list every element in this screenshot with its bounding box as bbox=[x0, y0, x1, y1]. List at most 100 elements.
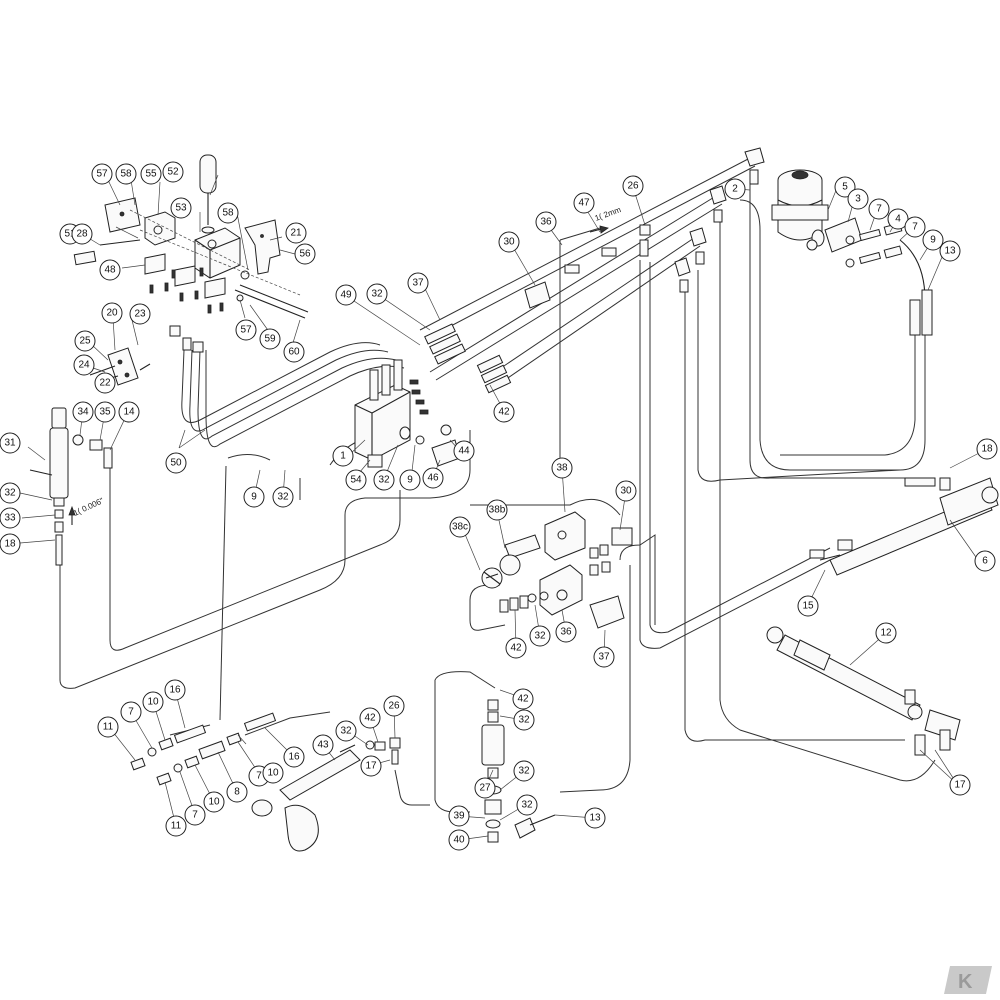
cylinder-12 bbox=[766, 626, 961, 756]
callout-circle bbox=[875, 622, 897, 644]
callout-c7a: 7 bbox=[868, 198, 890, 220]
callout-circle bbox=[422, 467, 444, 489]
callout-circle bbox=[939, 240, 961, 262]
gap-note-1: 1( 2mm bbox=[594, 205, 623, 223]
callout-circle bbox=[140, 163, 162, 185]
callout-c23: 23 bbox=[129, 303, 151, 325]
callout-circle bbox=[97, 716, 119, 738]
gap-note-2: 1( 0.006" bbox=[72, 496, 105, 518]
callout-number: 40 bbox=[453, 835, 465, 846]
callout-circle bbox=[335, 720, 357, 742]
callout-circle bbox=[797, 595, 819, 617]
callout-circle bbox=[165, 815, 187, 837]
callout-c26b: 26 bbox=[383, 695, 405, 717]
callout-c32d: 32 bbox=[272, 486, 294, 508]
callout-number: 3 bbox=[855, 194, 861, 205]
callout-number: 33 bbox=[4, 513, 16, 524]
callout-number: 18 bbox=[4, 539, 16, 550]
callout-c11b: 11 bbox=[165, 815, 187, 837]
callout-c9c: 9 bbox=[922, 229, 944, 251]
callout-number: 38 bbox=[556, 463, 568, 474]
callout-number: 37 bbox=[598, 652, 610, 663]
callout-number: 7 bbox=[128, 707, 134, 718]
callout-circle bbox=[312, 734, 334, 756]
callout-circle bbox=[512, 688, 534, 710]
callout-c17a: 17 bbox=[949, 774, 971, 796]
callout-circle bbox=[170, 197, 192, 219]
callout-c55: 55 bbox=[140, 163, 162, 185]
callout-circle bbox=[91, 163, 113, 185]
callout-number: 10 bbox=[267, 768, 279, 779]
callout-c44: 44 bbox=[453, 440, 475, 462]
elbow-fittings-right bbox=[639, 147, 765, 293]
callout-number: 14 bbox=[123, 407, 135, 418]
callout-circle bbox=[359, 707, 381, 729]
callout-circle bbox=[373, 469, 395, 491]
callout-c32c: 32 bbox=[373, 469, 395, 491]
callout-circle bbox=[448, 829, 470, 851]
callout-circle bbox=[283, 746, 305, 768]
callout-c20: 20 bbox=[101, 302, 123, 324]
callout-number: 7 bbox=[912, 222, 918, 233]
callout-number: 18 bbox=[981, 444, 993, 455]
callout-number: 21 bbox=[290, 228, 302, 239]
clearance-notes: 1( 2mm 1( 0.006" bbox=[68, 205, 623, 525]
callout-number: 16 bbox=[288, 752, 300, 763]
callout-circle bbox=[834, 176, 856, 198]
callout-number: 16 bbox=[169, 685, 181, 696]
callout-number: 32 bbox=[521, 800, 533, 811]
callout-number: 7 bbox=[192, 810, 198, 821]
brand-logo-letter: K bbox=[958, 971, 973, 993]
callout-c12: 12 bbox=[875, 622, 897, 644]
callout-c58a: 58 bbox=[115, 163, 137, 185]
callout-number: 43 bbox=[317, 740, 329, 751]
callout-circle bbox=[262, 762, 284, 784]
callout-c32a: 32 bbox=[0, 482, 21, 504]
callout-circle bbox=[868, 198, 890, 220]
callout-circle bbox=[217, 202, 239, 224]
callout-c38c: 38c bbox=[449, 516, 471, 538]
callout-c42b: 42 bbox=[505, 637, 527, 659]
callout-circle bbox=[449, 516, 471, 538]
callout-c16b: 16 bbox=[283, 746, 305, 768]
callout-circle bbox=[949, 774, 971, 796]
brand-logo-badge bbox=[944, 966, 992, 994]
callout-c36a: 36 bbox=[535, 211, 557, 233]
callout-c25: 25 bbox=[74, 330, 96, 352]
callout-number: 52 bbox=[167, 167, 179, 178]
callout-c32i: 32 bbox=[516, 794, 538, 816]
mounting-bracket bbox=[89, 347, 151, 386]
callout-circle bbox=[584, 807, 606, 829]
callout-number: 10 bbox=[147, 697, 159, 708]
callout-circle bbox=[184, 804, 206, 826]
callout-c40: 40 bbox=[448, 829, 470, 851]
callout-c38: 38 bbox=[551, 457, 573, 479]
callout-c3: 3 bbox=[847, 188, 869, 210]
callout-number: 42 bbox=[510, 643, 522, 654]
callout-c13a: 13 bbox=[939, 240, 961, 262]
fittings-bottom-left bbox=[130, 712, 277, 786]
callout-number: 59 bbox=[264, 334, 276, 345]
callout-circle bbox=[513, 760, 535, 782]
callout-number: 17 bbox=[365, 761, 377, 772]
callout-number: 9 bbox=[930, 235, 936, 246]
valve-blocks-center bbox=[481, 511, 633, 629]
callout-circle bbox=[120, 701, 142, 723]
callout-number: 20 bbox=[106, 308, 118, 319]
callout-circle bbox=[118, 401, 140, 423]
callout-number: 35 bbox=[99, 407, 111, 418]
callout-number: 30 bbox=[620, 486, 632, 497]
callout-circle bbox=[142, 691, 164, 713]
callout-number: 30 bbox=[503, 237, 515, 248]
callout-number: 7 bbox=[256, 771, 262, 782]
callout-c37b: 37 bbox=[593, 646, 615, 668]
callout-number: 8 bbox=[234, 787, 240, 798]
callout-c7d: 7 bbox=[184, 804, 206, 826]
callout-c26a: 26 bbox=[622, 175, 644, 197]
callout-number: 24 bbox=[78, 360, 90, 371]
callout-number: 10 bbox=[208, 797, 220, 808]
callout-number: 31 bbox=[4, 438, 16, 449]
callout-number: 46 bbox=[427, 473, 439, 484]
callout-circle bbox=[513, 709, 535, 731]
callout-c30b: 30 bbox=[615, 480, 637, 502]
